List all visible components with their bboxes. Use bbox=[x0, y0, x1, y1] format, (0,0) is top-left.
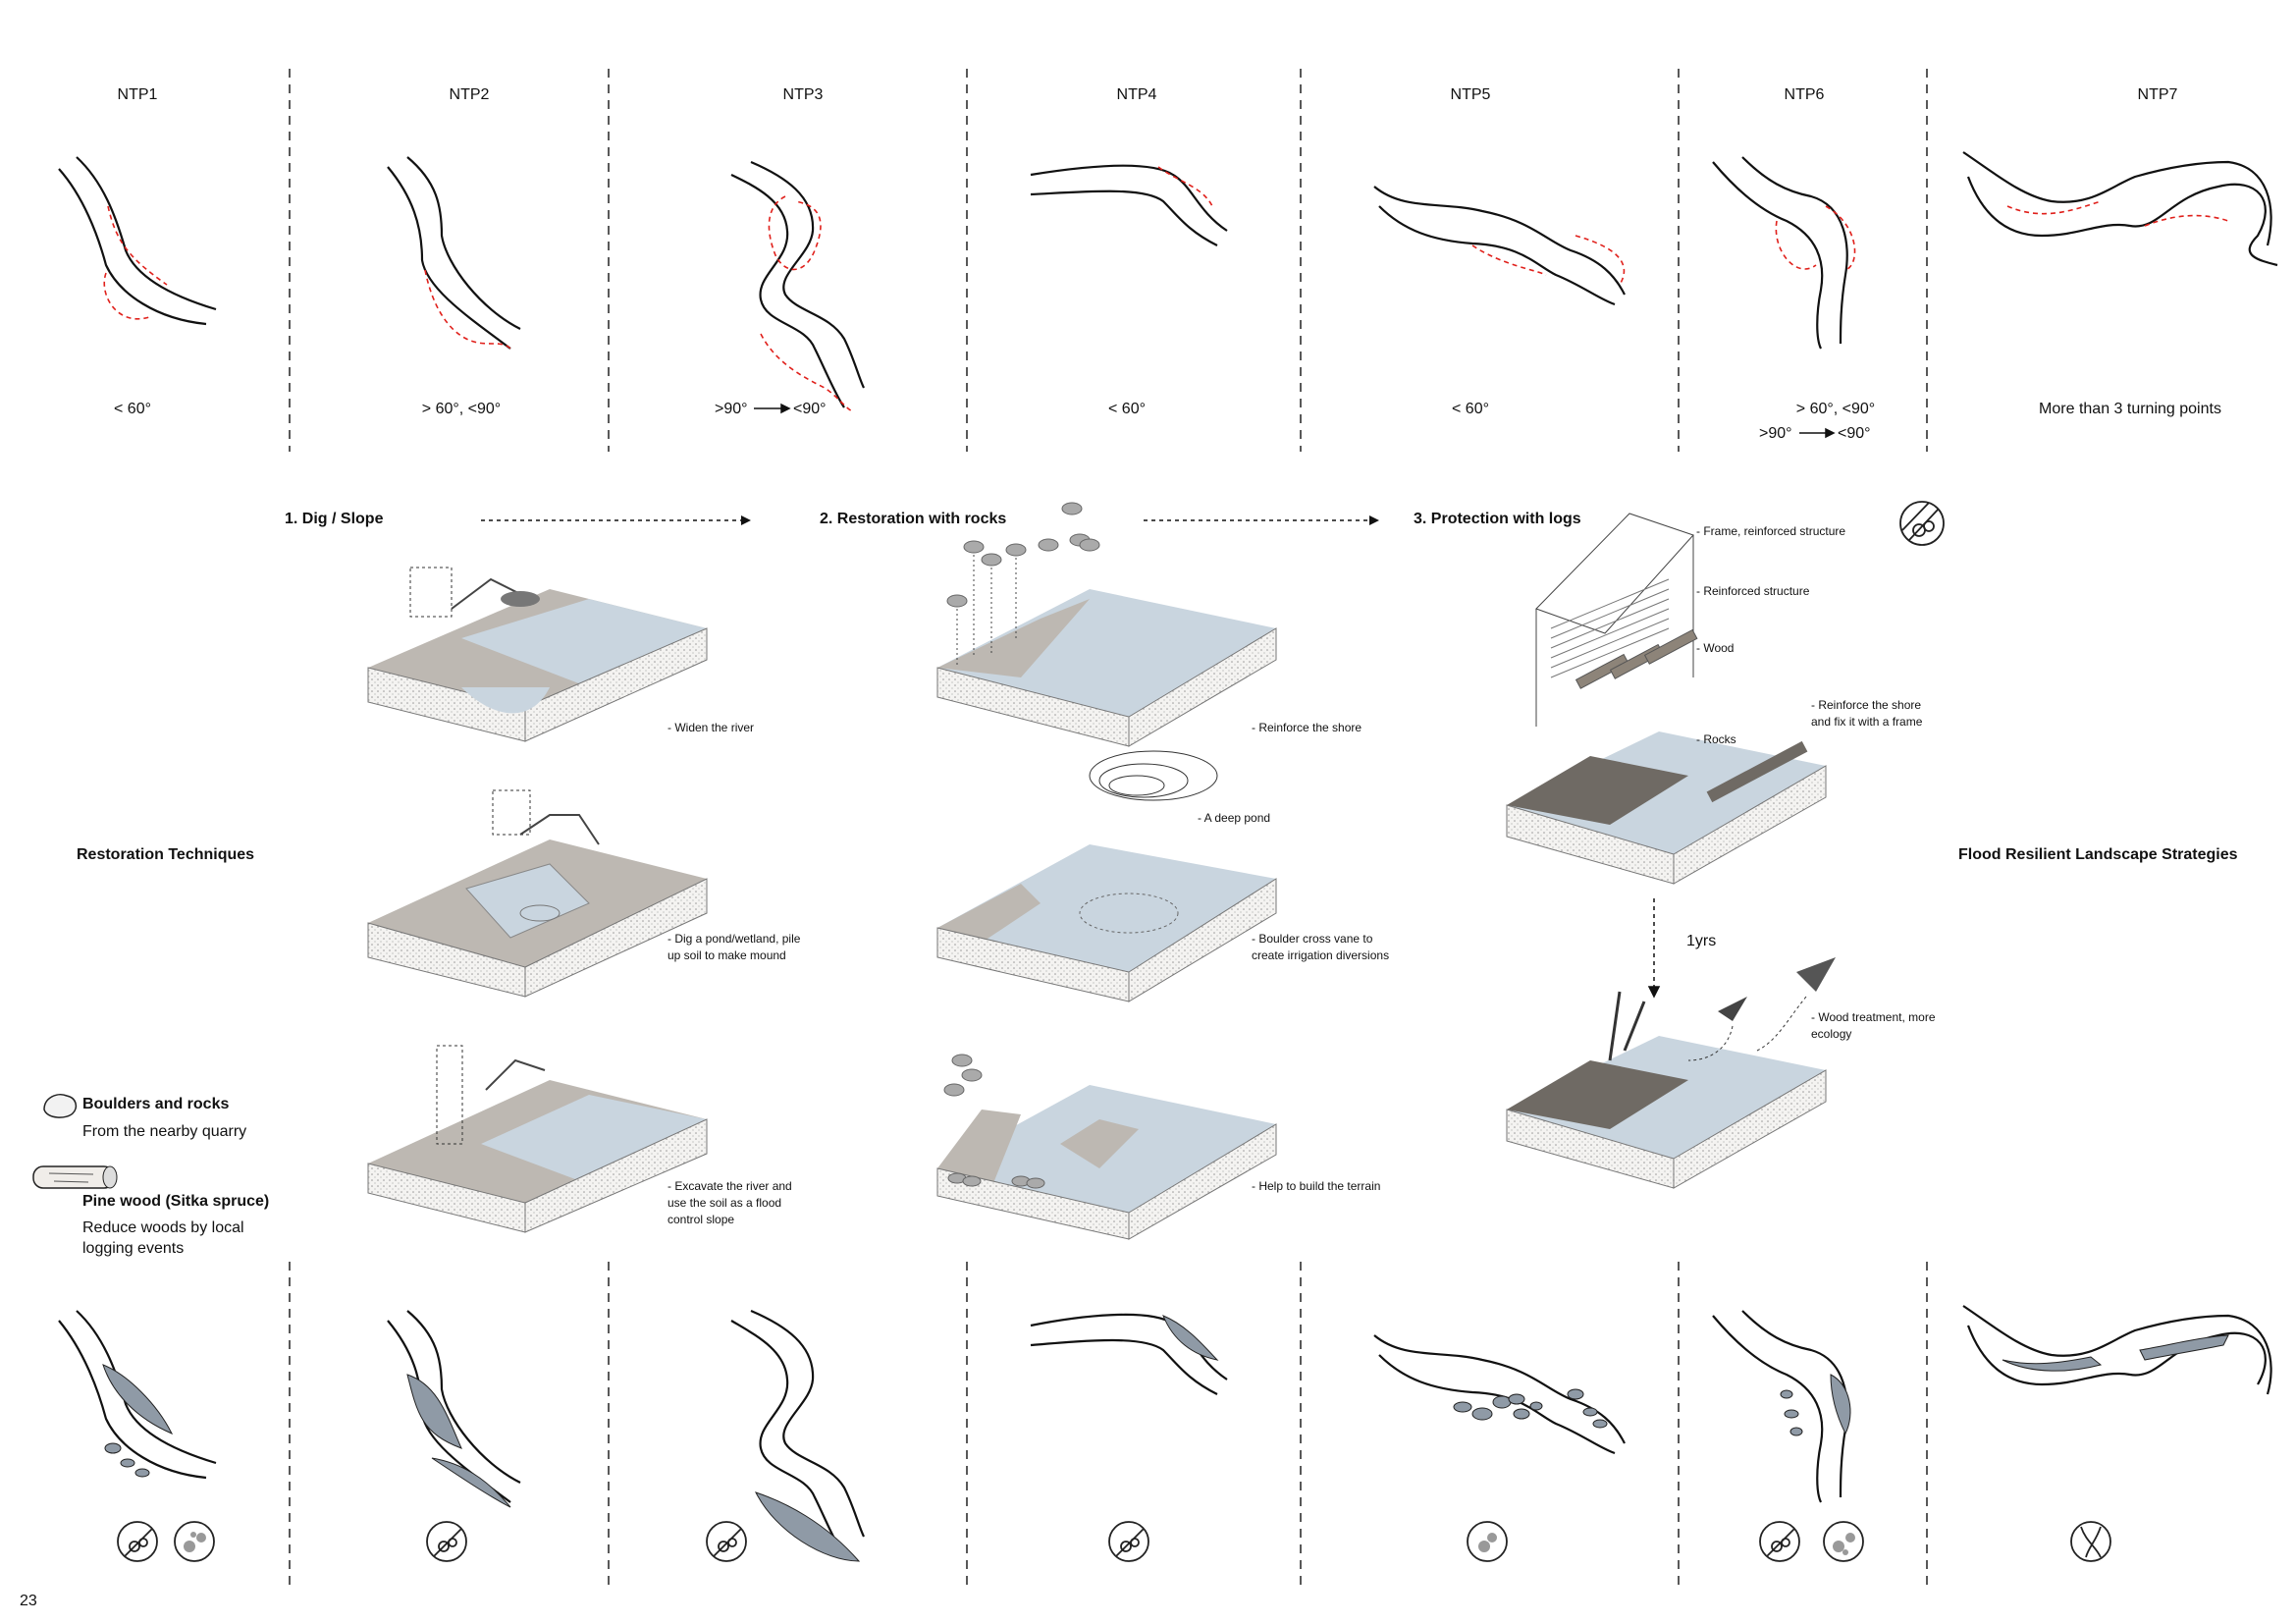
frame-icon-ntp2 bbox=[426, 1521, 467, 1562]
step-dig: 1. Dig / Slope bbox=[285, 511, 384, 527]
caption-excavate-3: control slope bbox=[667, 1213, 735, 1226]
step-arrowheads bbox=[741, 515, 1379, 525]
caption-excavate-1: - Excavate the river and bbox=[667, 1179, 792, 1193]
river-result-ntp5 bbox=[1373, 1334, 1626, 1455]
ntp1-label: NTP1 bbox=[117, 86, 158, 103]
branch-icon-ntp7 bbox=[2070, 1521, 2111, 1562]
caption-frame: - Frame, reinforced structure bbox=[1696, 524, 1846, 538]
caption-wood-treat-2: ecology bbox=[1811, 1027, 1852, 1041]
block-build-terrain bbox=[936, 1054, 1277, 1240]
caption-boulder-1: - Boulder cross vane to bbox=[1252, 932, 1373, 946]
caption-years: 1yrs bbox=[1686, 933, 1717, 949]
river-result-ntp7 bbox=[1962, 1305, 2272, 1395]
river-plan-ntp6 bbox=[1712, 156, 1856, 350]
caption-pond-2: up soil to make mound bbox=[667, 948, 786, 962]
bottom-icons bbox=[117, 1521, 2111, 1562]
ntp6-angle-a: >90° bbox=[1759, 425, 1792, 442]
ntp2-label: NTP2 bbox=[449, 86, 490, 103]
river-plan-ntp3 bbox=[730, 160, 865, 413]
block-reinforce-shore bbox=[936, 502, 1277, 747]
caption-wood: - Wood bbox=[1696, 641, 1735, 655]
step-rocks: 2. Restoration with rocks bbox=[820, 511, 1007, 527]
legend-pine-sub-2: logging events bbox=[82, 1240, 185, 1257]
caption-pond-1: - Dig a pond/wetland, pile bbox=[667, 932, 801, 946]
rock-icon-ntp5 bbox=[1467, 1521, 1508, 1562]
river-plan-ntp1 bbox=[58, 156, 217, 326]
ntp7-label: NTP7 bbox=[2137, 86, 2178, 103]
log-frame-icon bbox=[1899, 501, 1945, 546]
legend-boulders-title: Boulders and rocks bbox=[82, 1096, 230, 1112]
block-deep-pond bbox=[936, 750, 1277, 1002]
step-logs: 3. Protection with logs bbox=[1414, 511, 1581, 527]
legend-boulders-sub: From the nearby quarry bbox=[82, 1123, 247, 1140]
ntp5-angle: < 60° bbox=[1452, 401, 1489, 417]
years-arrow bbox=[1647, 898, 1661, 999]
ntp4-angle: < 60° bbox=[1108, 401, 1146, 417]
ntp3-label: NTP3 bbox=[782, 86, 824, 103]
caption-deep-pond: - A deep pond bbox=[1198, 811, 1271, 825]
caption-reinforce: - Reinforce the shore bbox=[1252, 721, 1362, 734]
river-plan-ntp5 bbox=[1373, 186, 1626, 306]
block-excavate bbox=[367, 1045, 708, 1233]
frame-icon-ntp1 bbox=[117, 1521, 158, 1562]
ntp4-label: NTP4 bbox=[1116, 86, 1157, 103]
ntp5-label: NTP5 bbox=[1450, 86, 1491, 103]
river-result-ntp4 bbox=[1030, 1313, 1228, 1395]
ntp7-angle: More than 3 turning points bbox=[2039, 401, 2221, 417]
caption-shore-2: and fix it with a frame bbox=[1811, 715, 1923, 729]
river-result-ntp6 bbox=[1712, 1310, 1851, 1503]
page-number: 23 bbox=[20, 1593, 37, 1609]
river-plan-ntp7 bbox=[1962, 151, 2278, 267]
river-result-ntp2 bbox=[387, 1310, 521, 1508]
caption-excavate-2: use the soil as a flood bbox=[667, 1196, 782, 1210]
caption-shore-1: - Reinforce the shore bbox=[1811, 698, 1922, 712]
river-result-ntp3 bbox=[730, 1309, 865, 1562]
river-plan-ntp2 bbox=[387, 156, 521, 350]
log-icon bbox=[32, 1165, 118, 1189]
river-plan-ntp4 bbox=[1030, 164, 1228, 246]
caption-widen: - Widen the river bbox=[667, 721, 755, 734]
flood-resilient-label: Flood Resilient Landscape Strategies bbox=[1958, 846, 2238, 863]
boulder-icon bbox=[43, 1094, 78, 1118]
ntp3-angle-b: <90° bbox=[793, 401, 827, 417]
ntp6-angle-b: <90° bbox=[1838, 425, 1871, 442]
restoration-techniques-label: Restoration Techniques bbox=[77, 846, 255, 863]
legend-pine-sub-1: Reduce woods by local bbox=[82, 1219, 244, 1236]
rock-icon-ntp1 bbox=[174, 1521, 215, 1562]
ntp1-angle: < 60° bbox=[114, 401, 151, 417]
frame-icon-ntp4 bbox=[1108, 1521, 1149, 1562]
caption-wood-treat-1: - Wood treatment, more bbox=[1811, 1010, 1936, 1024]
caption-terrain: - Help to build the terrain bbox=[1252, 1179, 1381, 1193]
block-wood-treatment bbox=[1506, 957, 1836, 1189]
caption-rocks: - Rocks bbox=[1696, 732, 1736, 746]
rock-icon-ntp6 bbox=[1823, 1521, 1864, 1562]
column-dividers-top bbox=[289, 69, 1928, 452]
frame-icon-ntp3 bbox=[706, 1521, 747, 1562]
frame-icon-ntp6 bbox=[1759, 1521, 1800, 1562]
block-dig-pond bbox=[367, 789, 708, 998]
column-dividers-bottom bbox=[289, 1262, 1928, 1591]
ntp2-angle: > 60°, <90° bbox=[421, 401, 502, 417]
river-result-ntp1 bbox=[58, 1310, 217, 1480]
block-log-frame bbox=[1506, 513, 1827, 885]
caption-reinforced: - Reinforced structure bbox=[1696, 584, 1810, 598]
block-widen-river bbox=[367, 567, 708, 742]
legend-pine-title: Pine wood (Sitka spruce) bbox=[82, 1193, 270, 1210]
rock-circle-icons bbox=[174, 1521, 1864, 1562]
angle-arrows bbox=[754, 403, 1836, 439]
ntp6-angle: > 60°, <90° bbox=[1795, 401, 1876, 417]
ntp6-label: NTP6 bbox=[1784, 86, 1825, 103]
ntp3-angle-a: >90° bbox=[715, 401, 748, 417]
caption-boulder-2: create irrigation diversions bbox=[1252, 948, 1390, 962]
